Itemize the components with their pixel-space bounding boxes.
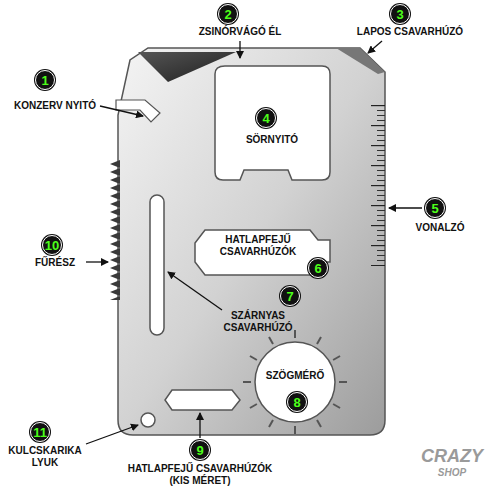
callout-number: 5 [425, 198, 445, 218]
callout-number: 7 [280, 286, 300, 306]
part-label: SZÖGMÉRŐ [260, 370, 330, 382]
callout-number: 2 [218, 4, 238, 24]
part-label: KULCSKARIKA LYUK [5, 445, 85, 469]
callout-number: 10 [42, 235, 62, 255]
callout-number: 6 [308, 258, 328, 278]
part-label: LAPOS CSAVARHÚZÓ [350, 26, 470, 38]
callout-number: 9 [190, 440, 210, 460]
part-label: SZÁRNYAS CSAVARHÚZÓ [218, 310, 298, 334]
part-label: KONZERV NYITÓ [5, 100, 105, 112]
callout-number: 4 [256, 108, 276, 128]
part-label: VONALZÓ [405, 222, 475, 234]
watermark: SHOP [417, 467, 487, 479]
part-label: HATLAPFEJŰ CSAVARHÚZÓK (KIS MÉRET) [120, 463, 280, 487]
callout-number: 3 [390, 4, 410, 24]
watermark: CRAZY [417, 446, 487, 466]
part-label: ZSINÓRVÁGÓ ÉL [185, 26, 295, 38]
part-label: SÖRNYITÓ [232, 134, 312, 146]
part-label: FŰRÉSZ [25, 257, 85, 269]
part-label: HATLAPFEJŰ CSAVARHÚZÓK [213, 234, 303, 258]
callout-number: 8 [287, 392, 307, 412]
callout-number: 1 [35, 70, 55, 90]
callout-number: 11 [30, 422, 50, 442]
